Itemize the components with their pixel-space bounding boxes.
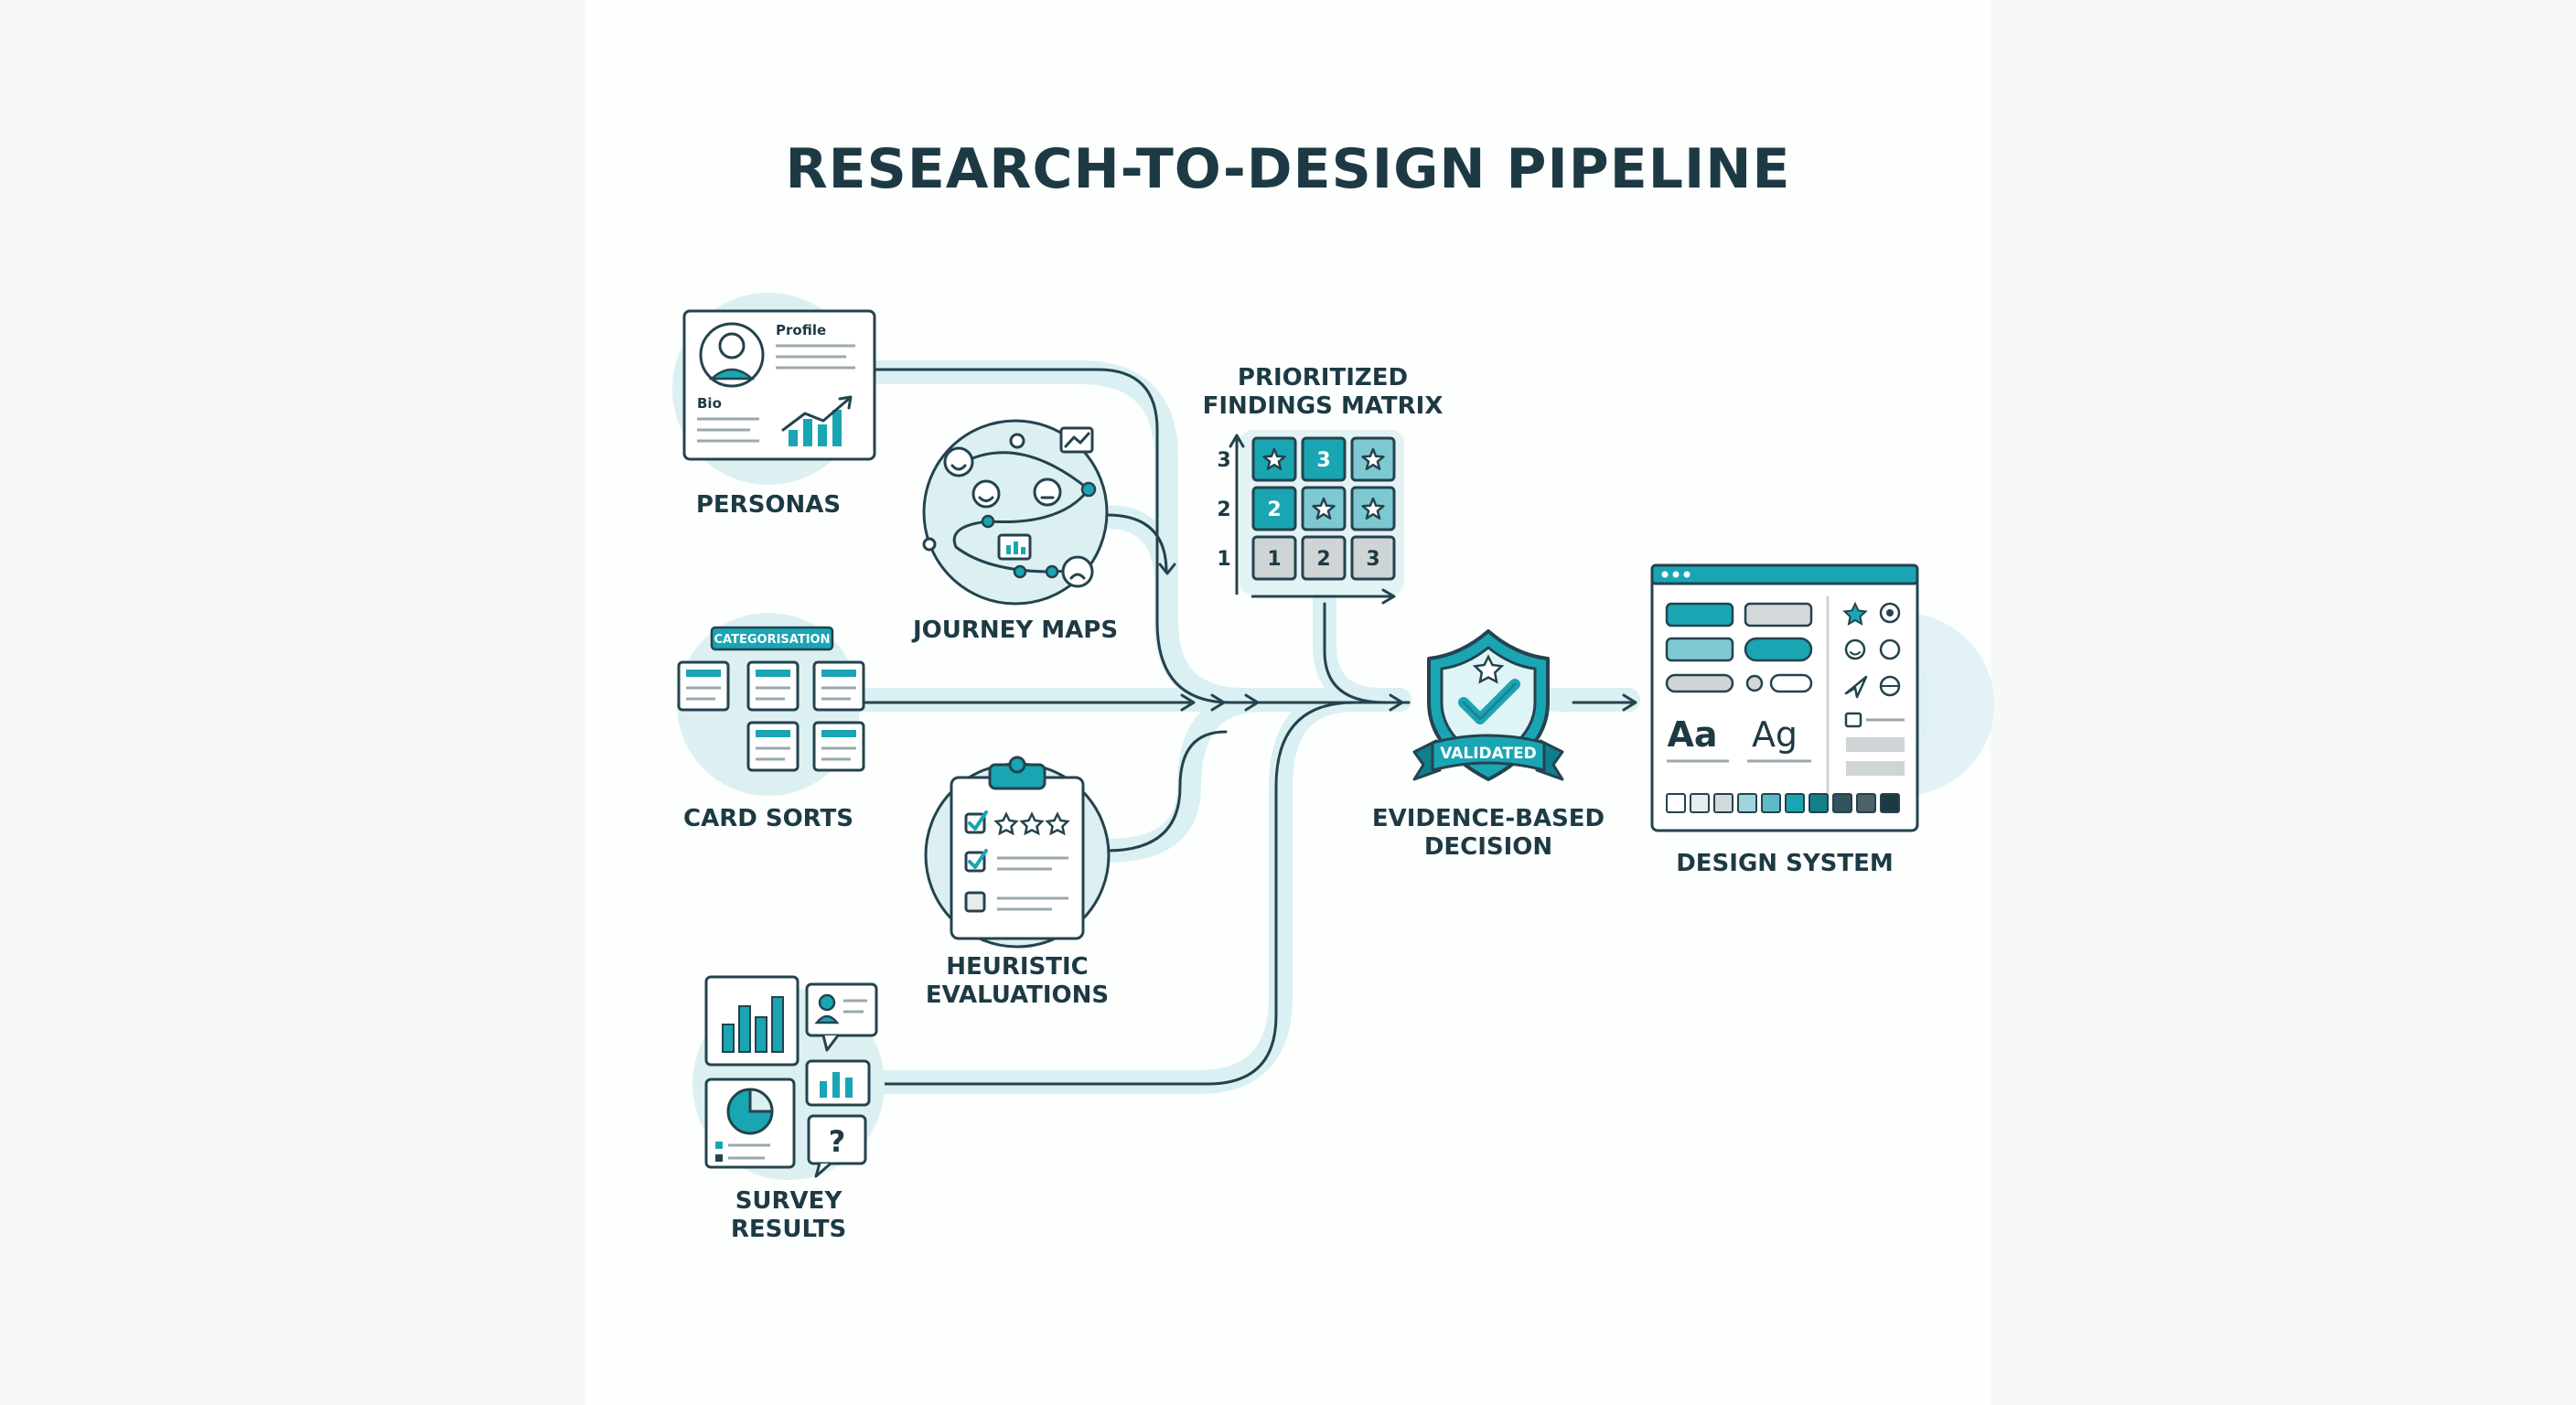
design-system-node: Aa Ag DESIGN SYSTEM — [1650, 563, 1994, 877]
design-system-label: DESIGN SYSTEM — [1676, 850, 1894, 877]
matrix-y-axis-ticks: 3 2 1 — [1217, 449, 1230, 571]
findings-matrix-node: PRIORITIZED FINDINGS MATRIX 3 2 1 3 2 1 2 3 — [1203, 364, 1444, 605]
journey-maps-label: JOURNEY MAPS — [911, 617, 1118, 644]
matrix-star-icon — [1361, 497, 1385, 520]
diagram-title: RESEARCH-TO-DESIGN PIPELINE — [785, 137, 1790, 201]
matrix-label-line1: PRIORITIZED — [1238, 364, 1408, 391]
matrix-cell — [1251, 535, 1297, 581]
matrix-cell-value: 3 — [1316, 449, 1330, 472]
matrix-cell — [1251, 486, 1297, 531]
matrix-cell — [1350, 535, 1396, 581]
matrix-star-icon — [1361, 447, 1385, 470]
matrix-cell-value: 3 — [1366, 548, 1379, 571]
clipboard-checklist-icon — [950, 756, 1085, 940]
matrix-cell-value: 1 — [1267, 548, 1281, 571]
survey-results-node: ? SURVEY RESULTS — [692, 975, 885, 1243]
journey-map-icon — [922, 426, 1097, 588]
personas-node: Profile Bio PERSONAS — [672, 293, 876, 519]
decision-label-line1: EVIDENCE-BASED — [1372, 805, 1605, 832]
chat-icon — [1844, 712, 1862, 728]
question-mark-icon: ? — [829, 1124, 846, 1159]
palette-swatch — [1737, 793, 1757, 813]
survey-results-label-line2: RESULTS — [731, 1216, 846, 1243]
matrix-cell — [1301, 535, 1347, 581]
type-sample-aa: Aa — [1667, 714, 1717, 755]
persona-card-profile-text: Profile — [776, 322, 826, 338]
matrix-cell-value: 2 — [1267, 499, 1281, 521]
personas-label: PERSONAS — [696, 491, 841, 519]
matrix-cell-value: 2 — [1316, 548, 1330, 571]
persona-profile-card-icon: Profile Bio — [682, 309, 876, 461]
matrix-cell — [1301, 436, 1347, 482]
color-palette — [1666, 793, 1900, 813]
palette-swatch — [1761, 793, 1781, 813]
card-sort-banner-text: CATEGORISATION — [714, 633, 831, 647]
palette-swatch — [1690, 793, 1710, 813]
rating-stars — [993, 811, 1070, 836]
flow-lines — [858, 368, 1637, 1086]
star-icon — [1842, 601, 1868, 626]
matrix-y-tick: 3 — [1217, 449, 1230, 472]
palette-swatch — [1856, 793, 1876, 813]
palette-swatch — [1666, 793, 1686, 813]
matrix-star-icon — [1262, 447, 1286, 470]
decision-label-line2: DECISION — [1424, 833, 1552, 861]
card-sorts-label: CARD SORTS — [683, 805, 853, 832]
face-icon — [1879, 638, 1901, 660]
palette-swatch — [1832, 793, 1852, 813]
card-sort-icon: CATEGORISATION — [677, 626, 865, 772]
matrix-label-line2: FINDINGS MATRIX — [1203, 392, 1444, 420]
palette-swatch — [1809, 793, 1829, 813]
heuristic-evaluations-node: HEURISTIC EVALUATIONS — [924, 756, 1111, 1009]
palette-swatch — [1713, 793, 1733, 813]
survey-results-label-line1: SURVEY — [735, 1187, 843, 1215]
matrix-star-icon — [1312, 497, 1336, 520]
matrix-y-tick: 1 — [1217, 548, 1230, 571]
validated-badge-text: VALIDATED — [1440, 745, 1537, 763]
matrix-cells: 3 2 1 2 3 — [1251, 436, 1396, 581]
palette-swatch — [1880, 793, 1900, 813]
persona-card-bio-text: Bio — [697, 395, 722, 412]
type-sample-ag: Ag — [1752, 714, 1798, 755]
shield-check-icon — [1412, 629, 1564, 781]
heuristic-evaluations-label-line2: EVALUATIONS — [926, 981, 1109, 1009]
matrix-y-tick: 2 — [1217, 499, 1230, 521]
journey-maps-node: JOURNEY MAPS — [911, 419, 1118, 644]
smiley-icon — [1844, 638, 1866, 660]
design-system-window-icon: Aa Ag — [1650, 563, 1919, 832]
evidence-based-decision-node: VALIDATED EVIDENCE-BASED DECISION — [1372, 629, 1605, 861]
survey-charts-icon: ? — [704, 975, 878, 1178]
palette-swatch — [1785, 793, 1805, 813]
card-sorts-node: CATEGORISATION — [677, 613, 865, 832]
send-icon — [1844, 675, 1868, 699]
heuristic-evaluations-label-line1: HEURISTIC — [946, 953, 1089, 981]
